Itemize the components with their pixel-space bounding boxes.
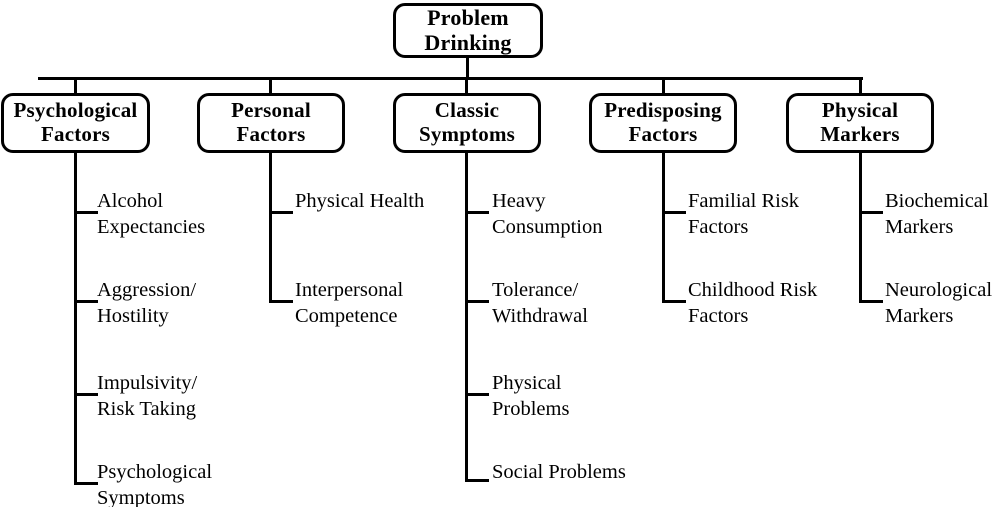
connector-stem-personal <box>269 153 272 303</box>
connector-tick-markers-1 <box>859 211 883 214</box>
leaf-line1: Biochemical <box>885 190 989 212</box>
leaf-line1: Childhood Risk <box>688 279 818 301</box>
connector-root-stem <box>466 58 469 79</box>
leaf-line1: Familial Risk <box>688 190 800 212</box>
leaf-line2: Expectancies <box>97 216 206 239</box>
leaf-line2: Markers <box>885 216 954 239</box>
connector-stem-psychological <box>74 153 77 485</box>
node-classic-symptoms[interactable]: Classic Symptoms <box>393 93 541 153</box>
leaf-line1: Aggression/ <box>97 279 197 301</box>
connector-tick-classic-1 <box>465 211 489 214</box>
node-label-line1: Physical <box>821 98 899 123</box>
leaf-psychological-symptoms[interactable]: Psychological Symptoms <box>97 459 212 507</box>
leaf-line2: Risk Taking <box>97 398 196 421</box>
connector-tick-psych-3 <box>74 393 98 396</box>
node-label-line1: Predisposing <box>604 98 722 123</box>
leaf-line2: Problems <box>492 398 570 421</box>
leaf-tolerance-withdrawal[interactable]: Tolerance/ Withdrawal <box>492 277 588 329</box>
node-psychological-factors[interactable]: Psychological Factors <box>1 93 150 153</box>
leaf-line2: Markers <box>885 305 954 328</box>
connector-tick-classic-4 <box>465 479 489 482</box>
leaf-aggression-hostility[interactable]: Aggression/ Hostility <box>97 277 196 329</box>
node-predisposing-factors[interactable]: Predisposing Factors <box>589 93 737 153</box>
leaf-line1: Heavy <box>492 190 546 212</box>
node-label-line2: Factors <box>628 122 698 146</box>
leaf-line2: Consumption <box>492 216 603 239</box>
connector-bus-drop-5 <box>859 77 862 94</box>
leaf-social-problems[interactable]: Social Problems <box>492 459 626 485</box>
connector-stem-predisposing <box>662 153 665 303</box>
node-label-line1: Psychological <box>13 98 138 123</box>
node-label-line2: Factors <box>236 122 306 146</box>
leaf-alcohol-expectancies[interactable]: Alcohol Expectancies <box>97 188 205 240</box>
leaf-line1: Physical <box>492 372 562 394</box>
connector-bus-drop-3 <box>465 77 468 94</box>
connector-tick-classic-3 <box>465 393 489 396</box>
node-label-line1: Classic <box>434 98 500 123</box>
connector-tick-psych-4 <box>74 482 98 485</box>
connector-stem-classic <box>465 153 468 482</box>
connector-tick-psych-2 <box>74 300 98 303</box>
node-label-line2: Symptoms <box>418 122 516 146</box>
leaf-line1: Social Problems <box>492 461 626 483</box>
leaf-line1: Physical Health <box>295 190 425 212</box>
connector-tick-predisposing-1 <box>662 211 686 214</box>
leaf-line1: Tolerance/ <box>492 279 579 301</box>
leaf-line1: Psychological <box>97 461 213 483</box>
leaf-line1: Neurological <box>885 279 993 301</box>
leaf-neurological-markers[interactable]: Neurological Markers <box>885 277 992 329</box>
leaf-heavy-consumption[interactable]: Heavy Consumption <box>492 188 603 240</box>
leaf-line2: Withdrawal <box>492 305 588 328</box>
leaf-interpersonal-competence[interactable]: Interpersonal Competence <box>295 277 403 329</box>
leaf-line1: Interpersonal <box>295 279 404 301</box>
leaf-line2: Factors <box>688 216 749 239</box>
leaf-childhood-risk-factors[interactable]: Childhood Risk Factors <box>688 277 817 329</box>
connector-tick-personal-2 <box>269 300 293 303</box>
connector-bus-drop-4 <box>662 77 665 94</box>
node-label-line2: Drinking <box>424 29 512 55</box>
connector-stem-physical-markers <box>859 153 862 303</box>
connector-tick-psych-1 <box>74 211 98 214</box>
connector-tick-classic-2 <box>465 300 489 303</box>
node-problem-drinking[interactable]: Problem Drinking <box>393 3 543 58</box>
node-physical-markers[interactable]: Physical Markers <box>786 93 934 153</box>
connector-tick-personal-1 <box>269 211 293 214</box>
node-label-line1: Personal <box>231 98 311 123</box>
connector-bus-drop-2 <box>269 77 272 94</box>
node-label-line2: Factors <box>40 122 111 146</box>
leaf-line1: Impulsivity/ <box>97 372 198 394</box>
leaf-line1: Alcohol <box>97 190 164 212</box>
node-label-line1: Problem <box>427 4 509 30</box>
leaf-familial-risk-factors[interactable]: Familial Risk Factors <box>688 188 799 240</box>
connector-horizontal-bus <box>38 77 863 80</box>
connector-bus-drop-1 <box>74 77 77 94</box>
leaf-physical-problems[interactable]: Physical Problems <box>492 370 569 422</box>
leaf-line2: Symptoms <box>97 487 185 507</box>
leaf-physical-health[interactable]: Physical Health <box>295 188 424 214</box>
node-personal-factors[interactable]: Personal Factors <box>197 93 345 153</box>
leaf-impulsivity-risk-taking[interactable]: Impulsivity/ Risk Taking <box>97 370 197 422</box>
connector-tick-markers-2 <box>859 300 883 303</box>
connector-tick-predisposing-2 <box>662 300 686 303</box>
leaf-biochemical-markers[interactable]: Biochemical Markers <box>885 188 989 240</box>
leaf-line2: Competence <box>295 305 398 328</box>
node-label-line2: Markers <box>820 122 900 146</box>
leaf-line2: Factors <box>688 305 749 328</box>
leaf-line2: Hostility <box>97 305 169 328</box>
